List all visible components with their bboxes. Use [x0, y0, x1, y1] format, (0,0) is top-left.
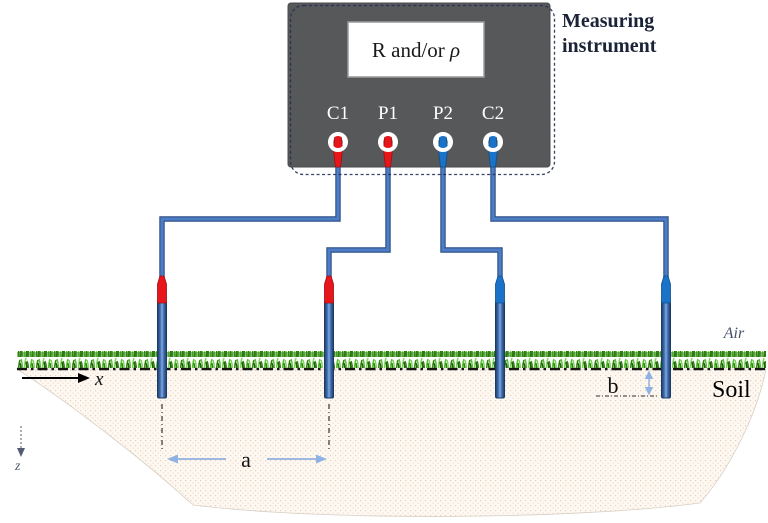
electrode-plug-blue: [495, 275, 505, 304]
terminal-ring: [328, 132, 348, 152]
b-bottom-arrowhead-icon: [644, 387, 654, 396]
terminal-c1: C1: [327, 103, 349, 168]
wire-c1: [159, 167, 341, 278]
wire-p2-core: [441, 167, 502, 278]
electrode-plug-blue: [661, 275, 671, 304]
terminal-label: C2: [482, 103, 504, 124]
terminal-label: P1: [378, 103, 398, 124]
instrument-name-line2: instrument: [562, 35, 657, 57]
soil-label: Soil: [712, 377, 751, 403]
electrodes: [157, 275, 671, 399]
a-left-arrowhead-icon: [167, 454, 178, 464]
grass: [17, 351, 766, 368]
a-right-arrowhead-icon: [316, 454, 327, 464]
electrode-rod: [157, 300, 167, 399]
electrode-rod: [324, 300, 334, 399]
z-axis-arrow: [17, 426, 25, 457]
terminal-p2: P2: [433, 103, 453, 168]
terminal-c2: C2: [482, 103, 504, 168]
annotations: Air Soil x z a b: [14, 325, 751, 474]
electrode-plug-red: [157, 275, 167, 304]
terminal-p1: P1: [378, 103, 398, 168]
electrode-3: [495, 275, 505, 399]
x-arrowhead-icon: [78, 373, 90, 383]
instrument-name-line1: Measuring: [562, 10, 654, 32]
z-arrowhead-icon: [17, 448, 25, 457]
measuring-instrument: R and/or ρ C1 P1 P2 C2: [287, 2, 657, 176]
x-axis-arrow: [22, 373, 90, 383]
electrode-plug-red: [324, 275, 334, 304]
electrode-1: [157, 275, 167, 399]
soil-body: [15, 368, 767, 517]
air-label: Air: [723, 325, 745, 342]
display-panel: [347, 21, 485, 78]
depth-b-arrow: [644, 370, 654, 396]
wires: [159, 167, 669, 278]
x-axis-label: x: [94, 369, 104, 390]
terminal-label: P2: [433, 103, 453, 124]
electrode-rod: [495, 300, 505, 399]
wire-c2: [490, 167, 669, 278]
terminal-label: C1: [327, 103, 349, 124]
spacing-a-arrow: [167, 454, 327, 464]
electrode-rod: [661, 300, 671, 399]
display-reading: R and/or ρ: [372, 38, 460, 62]
spacing-a-label: a: [241, 447, 251, 472]
b-top-arrowhead-icon: [644, 370, 654, 379]
instrument-dashed-outline: [289, 4, 556, 176]
electrode-4: [661, 275, 671, 399]
terminal-ring: [433, 132, 453, 152]
wire-p1-core: [327, 167, 390, 278]
terminal-ring: [483, 132, 503, 152]
depth-b-label: b: [608, 373, 619, 398]
z-axis-label: z: [14, 459, 21, 474]
wire-c1-core: [160, 167, 340, 278]
wire-c2-core: [491, 167, 668, 278]
terminal-ring: [378, 132, 398, 152]
electrode-2: [324, 275, 334, 399]
